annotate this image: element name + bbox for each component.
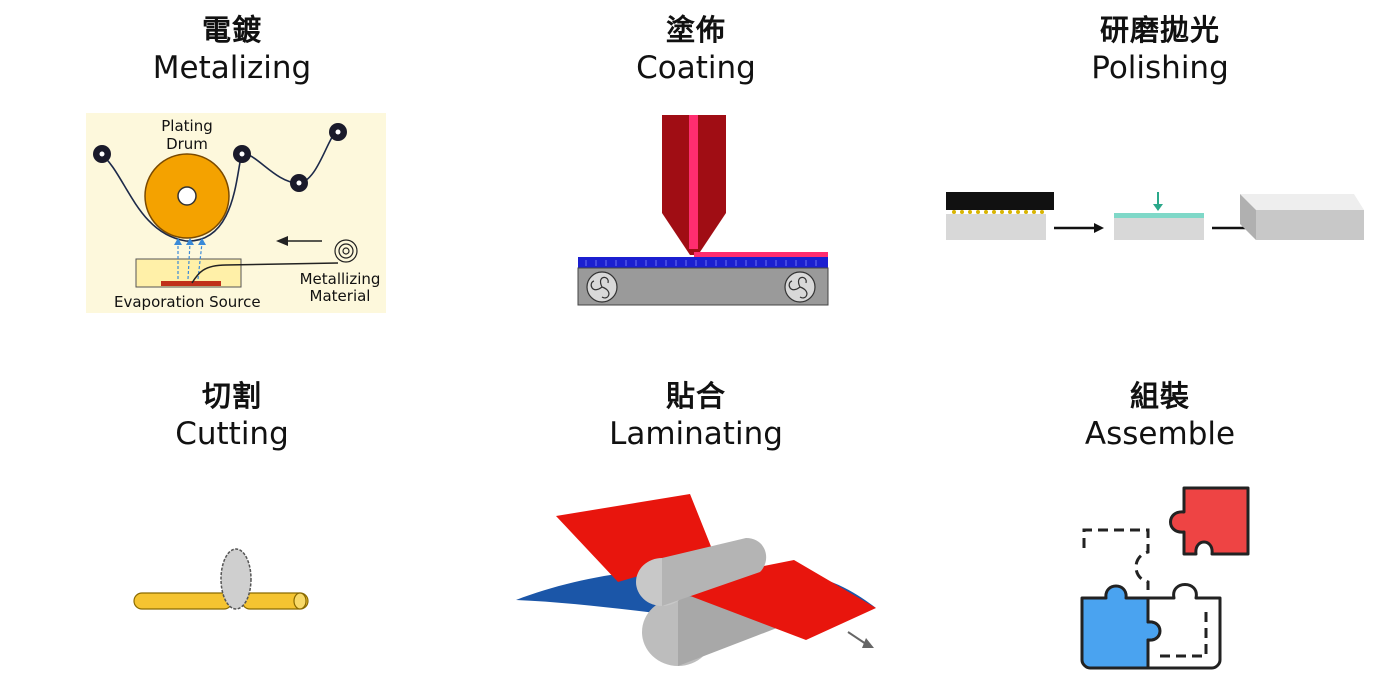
vapor-arrowheads	[174, 238, 206, 245]
cutting-title-zh: 切割	[201, 379, 262, 413]
laminate-output-arrow	[847, 631, 867, 645]
roller-top-body	[662, 538, 767, 606]
roller-right	[329, 123, 347, 141]
evaporation-source-label: Evaporation Source	[114, 293, 261, 311]
saw-blade	[220, 548, 252, 610]
polish-step2-block	[1114, 216, 1204, 240]
polishing-diagram	[946, 192, 1364, 240]
polishing-title-block: 研磨拋光 Polishing	[928, 12, 1392, 88]
plating-drum-label-1: Plating	[161, 117, 212, 135]
polishing-title-zh: 研磨拋光	[1099, 13, 1220, 47]
coating-title-en: Coating	[636, 50, 756, 86]
conveyor-wheel-right	[784, 271, 816, 303]
cutting-diagram	[133, 548, 309, 610]
substrate-ticks	[585, 260, 817, 266]
cut-bar-left	[133, 592, 233, 610]
polish-arrow-1-head	[1094, 223, 1104, 233]
laminating-title-block: 貼合 Laminating	[464, 378, 928, 454]
laminate-output-arrowhead	[862, 638, 874, 648]
feed-arrowhead	[276, 236, 288, 246]
polish-step1-pad	[946, 192, 1054, 210]
metallizing-material-label-2: Material	[310, 287, 371, 305]
polish-step1-block	[946, 214, 1046, 240]
assemble-title-en: Assemble	[1084, 416, 1236, 452]
polish-step2-slurry	[1114, 213, 1204, 218]
assemble-title-block: 組裝 Assemble	[928, 378, 1392, 454]
puzzle-piece-red	[1169, 486, 1250, 556]
polishing-title-en: Polishing	[1091, 50, 1229, 86]
polish-step1-grit	[952, 210, 1044, 214]
puzzle-piece-dashed	[1082, 528, 1150, 590]
puzzle-piece-white	[1146, 583, 1222, 670]
material-spool	[334, 239, 358, 263]
coating-diagram	[577, 115, 829, 306]
coating-layer	[694, 252, 828, 257]
plating-drum-label-2: Drum	[166, 135, 208, 153]
assemble-title-zh: 組裝	[1129, 379, 1190, 413]
cut-bar-right	[241, 592, 309, 610]
coating-nozzle-stripe	[689, 115, 698, 249]
evaporation-crucible	[161, 281, 221, 286]
metalizing-title-block: 電鍍 Metalizing	[0, 12, 464, 88]
polish-step3-side	[1240, 194, 1256, 240]
coating-title-zh: 塗佈	[665, 13, 726, 47]
polish-step2-arrow-head	[1153, 204, 1163, 211]
laminating-title-zh: 貼合	[665, 379, 726, 413]
assemble-diagram	[1080, 486, 1250, 670]
plating-drum-hub	[177, 186, 197, 206]
coating-title-block: 塗佈 Coating	[464, 12, 928, 88]
roller-left	[93, 145, 111, 163]
polish-step3-top	[1240, 194, 1364, 210]
laminating-title-en: Laminating	[609, 416, 783, 452]
cutting-title-block: 切割 Cutting	[0, 378, 464, 454]
metallizing-feed-wire	[191, 262, 339, 284]
metalizing-diagram: Plating Drum Evaporation Source Metalliz…	[86, 113, 386, 313]
conveyor-wheel-left	[586, 271, 618, 303]
polish-step3-front	[1256, 210, 1364, 240]
metalizing-title-zh: 電鍍	[201, 13, 262, 47]
cutting-title-en: Cutting	[175, 416, 289, 452]
metallizing-material-label-1: Metallizing	[300, 270, 381, 288]
roller-low	[290, 174, 308, 192]
metalizing-title-en: Metalizing	[152, 50, 312, 86]
roller-mid	[233, 145, 251, 163]
coating-substrate	[578, 257, 828, 268]
laminating-diagram	[516, 494, 876, 666]
